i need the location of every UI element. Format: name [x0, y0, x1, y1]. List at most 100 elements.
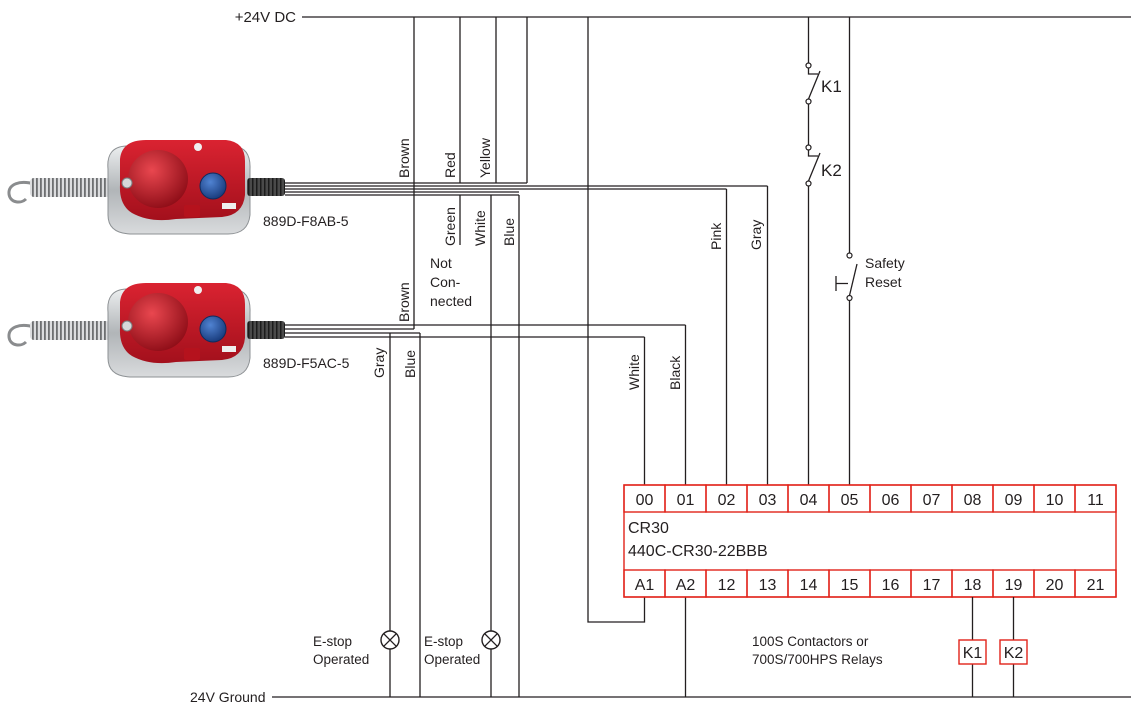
estop-indicator-1: E-stop Operated [313, 630, 400, 667]
terminal-label-19: 19 [1005, 577, 1023, 594]
housing-screw [121, 320, 133, 332]
wire-label-brown-device2: Brown [396, 282, 412, 322]
terminal-label-a1: A1 [635, 577, 655, 594]
contact-label-k2: K2 [821, 161, 842, 180]
estop-indicator-2: E-stop Operated [424, 630, 501, 667]
terminal-label-20: 20 [1046, 577, 1064, 594]
terminal-label-12: 12 [718, 577, 736, 594]
cable-pull-dome [128, 293, 188, 351]
coil-box [999, 639, 1028, 665]
positive-rail-label: +24V DC [235, 9, 296, 26]
estop-label-line2: Operated [313, 652, 369, 667]
device2-cable [285, 324, 686, 338]
terminal-label-10: 10 [1046, 492, 1064, 509]
spring-hook [7, 180, 35, 204]
terminal-label-17: 17 [923, 577, 941, 594]
contact-label-k1: K1 [821, 77, 842, 96]
reset-button-icon [199, 315, 227, 343]
not-connected-line1: Not [430, 255, 452, 271]
contact-fixed [807, 150, 818, 157]
wire-label-yellow: Yellow [477, 137, 493, 178]
k2-nc-contact [805, 144, 821, 485]
wire-label-green: Green [442, 207, 458, 246]
contact-node [846, 294, 853, 302]
wire-label-gray-device2: Gray [371, 348, 387, 378]
terminal-label-07: 07 [923, 492, 941, 509]
m12-connector [247, 178, 285, 196]
terminal-label-03: 03 [759, 492, 777, 509]
lid-indicator [194, 286, 202, 294]
wire-label-white-device2: White [626, 354, 642, 390]
contact-node [805, 180, 812, 187]
status-window [184, 348, 200, 360]
contact-node [846, 252, 853, 259]
cable-pull-switch-1 [7, 140, 285, 235]
terminal-label-21: 21 [1087, 577, 1105, 594]
spring-hook [7, 323, 35, 347]
reset-button-icon [199, 172, 227, 200]
safety-reset-label-line1: Safety [865, 255, 905, 271]
estop-label-line1: E-stop [313, 634, 352, 649]
label-plate [222, 203, 236, 209]
contact-fixed [807, 68, 818, 75]
terminal-label-15: 15 [841, 577, 859, 594]
terminal-label-14: 14 [800, 577, 818, 594]
contactors-note-line2: 700S/700HPS Relays [752, 652, 883, 667]
wire-label-white: White [472, 210, 488, 246]
lamp-cross [383, 633, 397, 647]
coil-box [958, 639, 987, 665]
m12-connector [247, 321, 285, 339]
wire-label-red: Red [442, 152, 458, 178]
wire-label-gray: Gray [748, 220, 764, 250]
terminal-label-a2: A2 [676, 577, 696, 594]
terminal-label-02: 02 [718, 492, 736, 509]
tension-spring [30, 321, 110, 340]
terminal-label-09: 09 [1005, 492, 1023, 509]
contact-node [805, 62, 812, 69]
cable-pull-dome [128, 150, 188, 208]
k1-coil: K1 [958, 597, 987, 697]
pushbutton-actuator [835, 276, 848, 291]
label-plate [222, 346, 236, 352]
terminal-label-13: 13 [759, 577, 777, 594]
contact-blade [807, 152, 821, 182]
device1-cable [285, 182, 768, 196]
terminal-label-04: 04 [800, 492, 818, 509]
housing-screw [121, 177, 133, 189]
pushbutton-blade [848, 263, 858, 296]
wire-a1-supply [587, 17, 646, 623]
safety-reset-label-line2: Reset [865, 274, 902, 290]
coil-label-k2: K2 [1004, 645, 1024, 662]
relay-catalog-number: 440C-CR30-22BBB [628, 543, 768, 560]
lid-indicator [194, 143, 202, 151]
cable-pull-switch-2 [7, 283, 285, 378]
coil-label-k1: K1 [963, 645, 983, 662]
terminal-label-06: 06 [882, 492, 900, 509]
wire-label-blue: Blue [501, 218, 517, 246]
not-connected-line3: nected [430, 293, 472, 309]
estop-label-line1: E-stop [424, 634, 463, 649]
wire-label-blue-device2: Blue [402, 350, 418, 378]
wire-label-pink: Pink [708, 222, 724, 250]
relay-name: CR30 [628, 520, 669, 537]
k1-nc-contact [805, 17, 821, 145]
device1-model-label: 889D-F8AB-5 [263, 213, 349, 229]
terminal-label-00: 00 [636, 492, 654, 509]
wire-label-brown: Brown [396, 138, 412, 178]
wire-label-black: Black [667, 355, 683, 390]
contact-blade [807, 70, 821, 100]
ground-rail-label: 24V Ground [190, 689, 266, 705]
terminal-label-18: 18 [964, 577, 982, 594]
contact-node [805, 144, 812, 151]
terminal-label-01: 01 [677, 492, 695, 509]
safety-reset-pushbutton [835, 17, 858, 485]
tension-spring [30, 178, 110, 197]
lamp-cross [484, 633, 498, 647]
terminal-box-11 [1074, 484, 1117, 513]
contact-node [805, 98, 812, 105]
terminal-box-21 [1074, 569, 1117, 598]
terminal-label-05: 05 [841, 492, 859, 509]
